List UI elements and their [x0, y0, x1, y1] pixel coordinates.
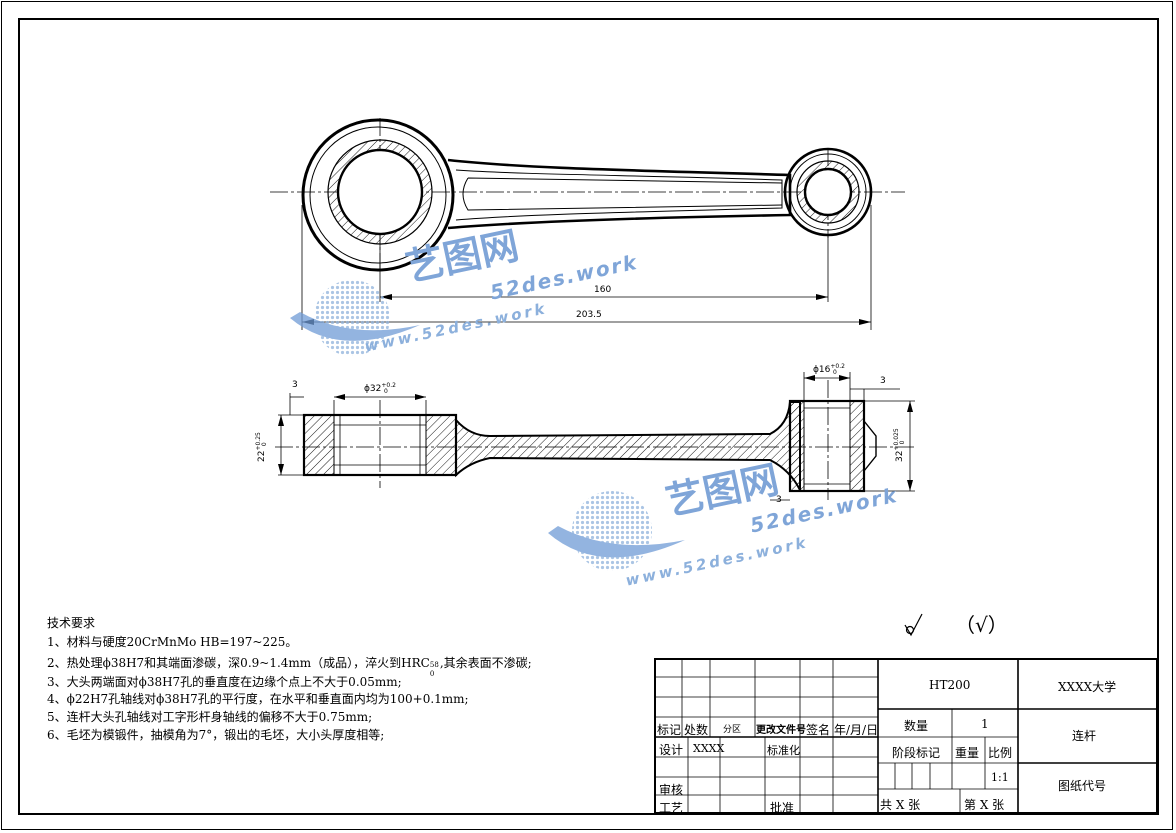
dim-small-thickness-value: 32: [895, 450, 905, 462]
surface-finish-symbol: [904, 613, 923, 637]
hrc-sup: 58: [429, 661, 439, 669]
dim-small-bore-tol: +0.2: [830, 363, 845, 370]
dim-small-thickness-tol-low: 0: [899, 440, 906, 445]
tb-approve-label: 批准: [770, 801, 795, 815]
title-block: [654, 658, 1158, 814]
dim-chamfer-left: 3: [292, 380, 298, 390]
dim-big-thickness-value: 22: [257, 450, 267, 462]
dim-big-bore: ϕ32+0.20: [364, 382, 400, 395]
dim-big-bore-tol-low: 0: [383, 388, 388, 395]
surface-finish-paren: （√）: [955, 613, 1008, 637]
tech-req-item-5: 5、连杆大头孔轴线对工字形杆身轴线的偏移不大于0.75mm;: [47, 710, 373, 724]
dim-small-bore: ϕ16+0.20: [813, 363, 849, 376]
tb-mark-label: 标记: [657, 723, 682, 737]
dim-big-bore-value: ϕ32: [364, 384, 382, 394]
tb-sheets-total: 共 X 张: [880, 798, 921, 812]
tb-standard-label: 标准化: [767, 744, 800, 757]
side-view: [275, 372, 915, 501]
dim-small-bore-tol-low: 0: [832, 369, 837, 376]
tb-weight-label: 重量: [955, 746, 980, 760]
watermark-logo-1: [290, 280, 420, 356]
top-view: [270, 118, 905, 330]
dim-chamfer-right: 3: [880, 376, 886, 386]
tb-designer: XXXX: [693, 742, 725, 755]
tech-req-item-1: 1、材料与硬度20CrMnMo HB=197~225。: [47, 635, 298, 649]
tb-zone-label: 分区: [723, 725, 742, 735]
tb-part-name: 连杆: [1072, 729, 1097, 743]
tb-quantity-label: 数量: [904, 719, 929, 733]
tb-stage-label: 阶段标记: [892, 746, 941, 760]
tech-req-item-6: 6、毛坯为模锻件，抽模角为7°，锻出的毛坯，大小头厚度相等;: [47, 728, 385, 742]
tech-req-item-2-tail: ,其余表面不渗碳;: [439, 656, 532, 670]
drawing-frame: [18, 18, 1159, 815]
dim-chamfer-bottom: 3: [776, 495, 782, 505]
tb-review-label: 审核: [659, 783, 684, 797]
dim-big-thickness-tol-low: 0: [261, 442, 268, 447]
tb-process-label: 工艺: [659, 801, 684, 815]
tb-sign-label: 签名: [806, 723, 831, 737]
tech-req-item-2-text: 2、热处理ϕ38H7和其端面渗碳，深0.9~1.4mm（成品），淬火到HRC: [47, 656, 430, 670]
big-end-outer: [301, 118, 455, 272]
tb-scale-label: 比例: [988, 746, 1013, 760]
tb-drawing-no-label: 图纸代号: [1058, 779, 1107, 793]
dim-overall-length: 203.5: [576, 310, 602, 320]
tb-material: HT200: [929, 678, 971, 692]
dim-big-bore-tol: +0.2: [381, 382, 396, 389]
tb-date-label: 年/月/日: [834, 723, 879, 737]
dim-small-bore-value: ϕ16: [813, 365, 831, 375]
dim-small-thickness: 32+0.0250: [893, 425, 906, 462]
tb-count-label: 处数: [684, 723, 709, 737]
watermark-logo-2: [548, 491, 685, 571]
dim-big-thickness: 22+0.250: [255, 428, 268, 462]
tb-school: XXXX大学: [1058, 680, 1117, 694]
tb-change-doc-label: 更改文件号: [756, 725, 806, 736]
tb-scale-value: 1:1: [991, 771, 1009, 784]
tb-sheet-no: 第 X 张: [964, 798, 1005, 812]
tech-req-item-4: 4、ϕ22H7孔轴线对ϕ38H7孔的平行度，在水平和垂直面内均为100+0.1m…: [47, 692, 469, 706]
tb-design-label: 设计: [659, 743, 684, 757]
tb-quantity-value: 1: [981, 717, 989, 731]
dim-center-distance: 160: [594, 285, 612, 295]
tech-req-item-3: 3、大头两端面对ϕ38H7孔的垂直度在边缘个点上不大于0.05mm;: [47, 675, 402, 689]
hrc-sub: 0: [429, 670, 435, 678]
tech-req-title: 技术要求: [47, 616, 96, 630]
